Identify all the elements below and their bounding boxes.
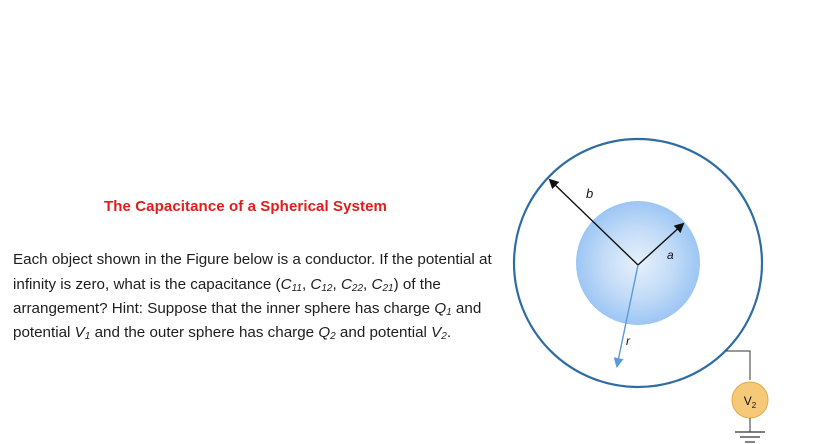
page-title: The Capacitance of a Spherical System (104, 198, 387, 215)
radius-r-arrow (613, 264, 639, 368)
symbol-q2: Q2 (318, 324, 336, 343)
problem-statement: Each object shown in the Figure below is… (13, 251, 492, 343)
voltage-source-label: V2 (744, 394, 757, 410)
problem-text: Each object shown in the Figure below is… (13, 251, 492, 293)
inner-sphere (576, 201, 700, 325)
label-b: b (586, 186, 593, 201)
radius-b-arrow (548, 178, 639, 266)
outer-sphere (512, 137, 764, 389)
symbol-c21: C21 (371, 275, 394, 294)
label-a: a (667, 248, 674, 262)
ground-icon (735, 431, 765, 443)
connecting-wire (726, 350, 751, 380)
symbol-v2: V2 (431, 324, 447, 343)
radius-a-arrow (637, 222, 685, 266)
symbol-q1: Q1 (434, 300, 452, 318)
symbol-c12: C12 (310, 275, 333, 294)
symbol-c11: C11 (280, 275, 302, 294)
problem-text: ) of the arrangement? Hint: Suppose that… (13, 275, 441, 317)
symbol-c22: C22 (340, 275, 364, 294)
symbol-v1: V1 (74, 324, 91, 343)
label-r: r (626, 334, 631, 348)
